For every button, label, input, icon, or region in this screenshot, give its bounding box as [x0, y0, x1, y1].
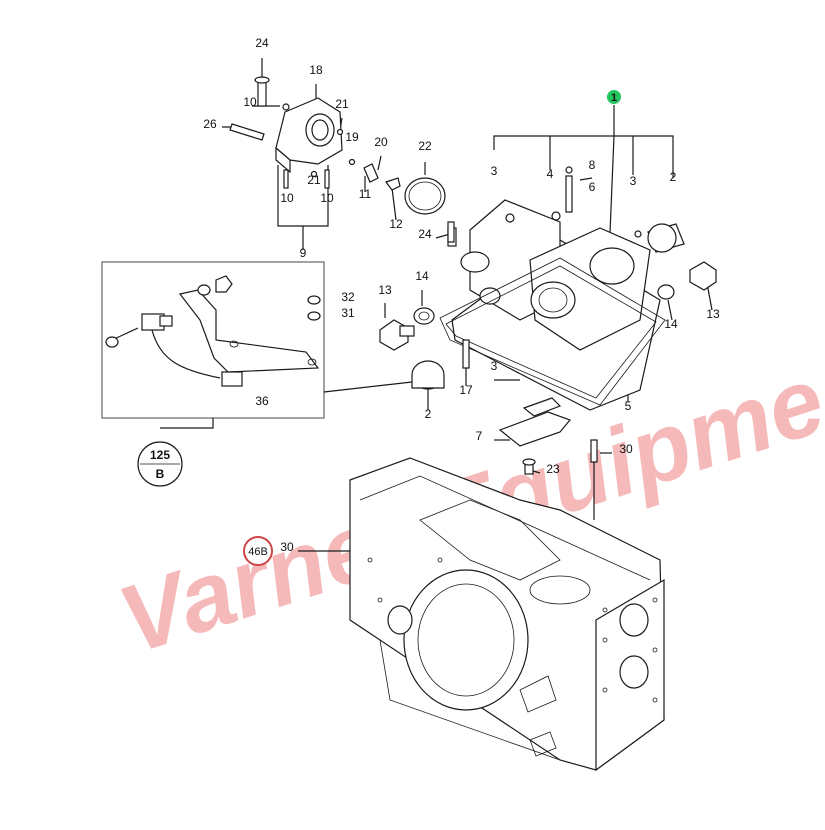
callout-label-32: 32: [341, 290, 355, 304]
callout-label-22: 22: [418, 139, 432, 153]
callout-label-6: 6: [589, 180, 596, 194]
ref-125b-bottom: B: [156, 467, 165, 481]
linkage-assembly: [229, 76, 446, 215]
transmission-case: [349, 457, 665, 772]
lift-housing: [379, 166, 717, 475]
callout-label-14a: 14: [415, 269, 429, 283]
callout-label-12: 12: [389, 217, 403, 231]
callout-label-17: 17: [459, 383, 473, 397]
callout-label-3c: 3: [491, 359, 498, 373]
callout-label-36: 36: [255, 394, 269, 408]
callout-label-11: 11: [359, 187, 372, 201]
callout-label-3a: 3: [491, 164, 498, 178]
callout-label-14b: 14: [664, 317, 678, 331]
leader-lines: [101, 58, 713, 552]
callout-label-10c: 10: [320, 191, 334, 205]
callout-label-10b: 10: [280, 191, 294, 205]
callout-label-7: 7: [476, 429, 483, 443]
callout-label-4: 4: [547, 167, 554, 181]
callout-label-24b: 24: [418, 227, 432, 241]
callout-label-10a: 10: [243, 95, 257, 109]
callout-label-30a: 30: [619, 442, 633, 456]
callout-label-19: 19: [345, 130, 359, 144]
callout-label-23: 23: [546, 462, 560, 476]
callout-label-13b: 13: [706, 307, 720, 321]
callout-label-2b: 2: [425, 407, 432, 421]
callout-label-24a: 24: [255, 36, 269, 50]
ref-125b: 125 B: [137, 441, 183, 487]
callout-label-30b: 30: [280, 540, 294, 554]
sensor-bracket-group: [105, 275, 321, 387]
ref-46b: 46B: [243, 536, 273, 566]
ref-46b-label: 46B: [248, 546, 268, 558]
callout-label-21a: 21: [335, 97, 349, 111]
main-assembly-badge-dot: [607, 90, 621, 104]
callout-label-26: 26: [203, 117, 217, 131]
callout-label-3b: 3: [630, 174, 637, 188]
callout-label-20: 20: [374, 135, 388, 149]
callout-label-5: 5: [625, 399, 632, 413]
main-assembly-badge: 1: [611, 92, 617, 104]
callout-label-31: 31: [341, 306, 355, 320]
callout-label-2a: 2: [670, 170, 677, 184]
callout-label-21b: 21: [307, 173, 321, 187]
ref-125b-top: 125: [150, 448, 170, 462]
callout-label-18: 18: [309, 63, 323, 77]
callout-label-13a: 13: [378, 283, 392, 297]
callout-label-9: 9: [300, 246, 307, 260]
callout-label-8: 8: [589, 158, 596, 172]
